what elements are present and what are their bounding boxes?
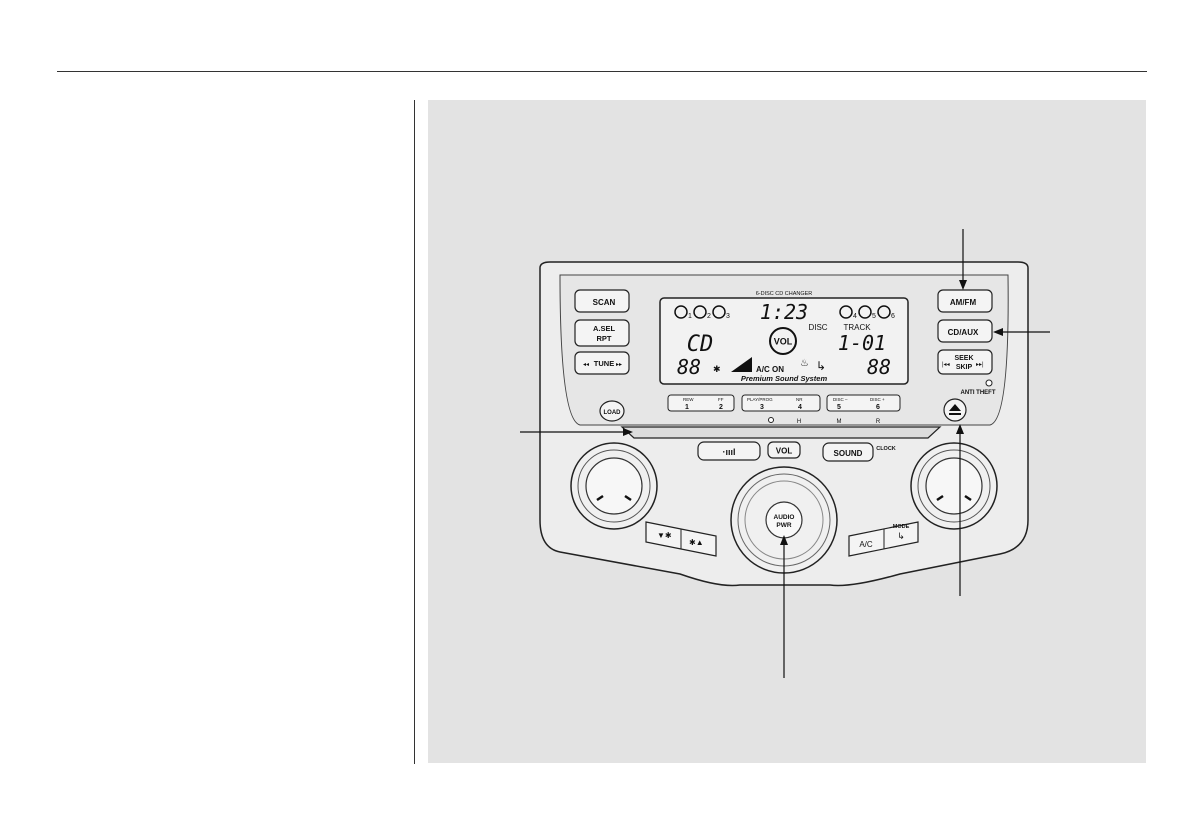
preset-1-2-button[interactable]: [667, 394, 735, 412]
level-button[interactable]: [697, 441, 761, 461]
preset-2-num: 2: [719, 404, 723, 411]
amfm-button[interactable]: [937, 289, 993, 313]
scan-label: SCAN: [593, 298, 616, 307]
eject-icon: [949, 404, 961, 415]
callout-lines: [520, 229, 1050, 678]
sound-button[interactable]: [822, 442, 874, 462]
audio-power-volume-knob[interactable]: [730, 466, 838, 574]
disc-slot-icons: 1 2 3 4 5 6: [674, 305, 895, 320]
cd-slot: [620, 426, 942, 439]
vol-button[interactable]: [767, 441, 801, 459]
preset-button-group: REW 1 FF 2 PLAY/PROG 3 NR 4 DISC – 5 DIS…: [667, 394, 901, 412]
disc-slot-label: 5: [872, 313, 876, 320]
tune-down-icon: ◂◂: [583, 362, 589, 368]
brand-text: Premium Sound System: [741, 374, 828, 383]
skip-label: SKIP: [956, 364, 973, 371]
preset-sublabel-h: H: [797, 419, 801, 425]
fan-up-icon[interactable]: ✱▲: [689, 538, 704, 547]
disc-slot-label: 3: [726, 313, 730, 320]
audio-label: AUDIO: [774, 514, 795, 521]
fan-icon: ✱: [713, 364, 721, 374]
preset-4-top-label: NR: [796, 397, 803, 402]
amfm-label: AM/FM: [950, 298, 977, 307]
left-temp-digits: 88: [677, 355, 701, 379]
right-temp-digits: 88: [867, 355, 891, 379]
disc-icon: [839, 305, 853, 319]
disc-slot-label: 4: [853, 313, 857, 320]
anti-theft-led-icon: [985, 379, 993, 387]
seek-skip-button[interactable]: [937, 349, 993, 375]
pwr-label: PWR: [776, 522, 791, 529]
asel-label: A.SEL: [593, 324, 616, 333]
ac-on-indicator: A/C ON: [756, 365, 784, 374]
airflow-icon: ↳: [816, 359, 826, 373]
disc-icon: [674, 305, 688, 319]
preset-4-num: 4: [798, 404, 802, 411]
seek-forward-icon: ▸▸|: [976, 362, 984, 368]
disc-label: DISC: [808, 323, 827, 332]
disc-slot-label: 1: [688, 313, 692, 320]
time-display: 1:23: [760, 300, 808, 324]
preset-5-num: 5: [837, 404, 841, 411]
lcd-header: 6-DISC CD CHANGER: [756, 291, 813, 297]
fan-level-bars-icon: [731, 357, 752, 372]
seek-back-icon: |◂◂: [942, 362, 950, 368]
cdaux-button[interactable]: [937, 319, 993, 343]
disc-track-display: 1-01: [838, 331, 886, 355]
preset-3-top-label: PLAY/PROG: [747, 397, 773, 402]
preset-6-num: 6: [876, 404, 880, 411]
track-label: TRACK: [843, 323, 871, 332]
fan-down-icon[interactable]: ▼✱: [657, 531, 672, 540]
seek-label: SEEK: [954, 355, 973, 362]
tune-button[interactable]: [574, 351, 630, 375]
tune-up-icon: ▸▸: [616, 362, 622, 368]
left-temperature-knob[interactable]: [570, 442, 658, 530]
preset-sublabel-m: M: [837, 419, 842, 425]
mode-airflow-icon[interactable]: ↳: [897, 531, 905, 541]
tune-label: TUNE: [594, 359, 614, 368]
anti-theft-label: ANTI THEFT: [961, 390, 996, 396]
column-divider: [414, 100, 415, 764]
vol-button-label: VOL: [776, 447, 793, 456]
disc-icon: [877, 305, 891, 319]
preset-3-4-button[interactable]: [741, 394, 821, 412]
load-button[interactable]: [599, 400, 625, 422]
disc-slot-label: 2: [707, 313, 711, 320]
right-temperature-knob[interactable]: [910, 442, 998, 530]
disc-icon: [693, 305, 707, 319]
preset-sublabel-r: R: [876, 419, 881, 425]
preset-1-top-label: REW: [683, 397, 694, 402]
cdaux-label: CD/AUX: [948, 328, 979, 337]
mode-label: MODE: [893, 524, 910, 530]
asel-rpt-button[interactable]: [574, 319, 630, 347]
mode-display: CD: [687, 332, 714, 357]
disc-icon: [712, 305, 726, 319]
level-bars-icon: ·ıııl: [723, 447, 736, 457]
ac-button[interactable]: A/C: [859, 540, 873, 549]
preset-led-icon: [768, 417, 774, 423]
preset-3-num: 3: [760, 404, 764, 411]
vol-indicator-label: VOL: [774, 337, 793, 347]
rpt-label: RPT: [597, 334, 612, 343]
defrost-icon: ♨: [800, 358, 809, 369]
top-rule: [57, 71, 1147, 72]
preset-2-top-label: FF: [718, 397, 724, 402]
clock-label: CLOCK: [876, 446, 896, 452]
preset-1-num: 1: [685, 404, 689, 411]
preset-6-top-label: DISC +: [870, 397, 885, 402]
disc-slot-label: 6: [891, 313, 895, 320]
sound-label: SOUND: [834, 449, 863, 458]
preset-5-top-label: DISC –: [833, 397, 848, 402]
disc-icon: [858, 305, 872, 319]
preset-5-6-button[interactable]: [826, 394, 901, 412]
vol-indicator: [769, 327, 797, 355]
load-label: LOAD: [604, 410, 622, 416]
scan-button[interactable]: [574, 289, 630, 313]
